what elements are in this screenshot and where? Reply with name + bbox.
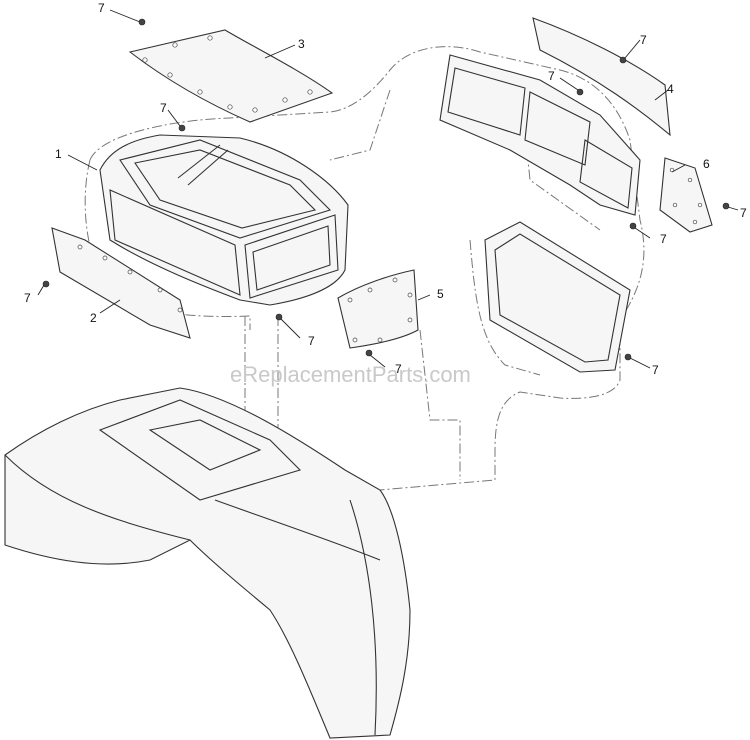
callout-7-tray: 7 [652,363,659,377]
watermark-text: eReplacementParts.com [230,362,471,387]
callout-1: 1 [55,147,62,161]
part-5-fastener-holes [347,277,413,343]
callout-leaders [37,9,739,369]
callout-3: 3 [298,37,305,51]
part-6-fastener-holes [669,167,703,225]
callout-7-console-top: 7 [160,101,167,115]
callout-7-front-panel: 7 [395,362,402,376]
callout-7-left-panel: 7 [24,291,31,305]
part-1-console-housing[interactable] [99,134,349,306]
fasteners [42,18,730,361]
right-dash-frame[interactable] [439,54,641,216]
part-6-side-panel[interactable] [659,157,713,233]
callout-7-dash-lower: 7 [660,232,667,246]
part-4-top-trim[interactable] [532,17,671,137]
callout-labels: 1 2 3 4 5 6 7 7 7 7 7 7 7 7 7 7 [24,1,747,377]
callout-7-console-front: 7 [308,334,315,348]
callout-7-top-cover: 7 [98,1,105,15]
callout-2: 2 [90,311,97,325]
callout-5: 5 [437,287,444,301]
callout-6: 6 [703,157,710,171]
callout-7-side-panel: 7 [740,206,747,220]
part-3-fastener-holes [142,35,313,113]
part-2-left-panel[interactable] [51,227,191,339]
fender-body[interactable] [4,387,411,739]
part-3-top-cover[interactable] [128,29,334,123]
callout-4: 4 [667,82,674,96]
callout-7-top-trim: 7 [640,33,647,47]
part-5-front-panel[interactable] [337,269,419,349]
callout-7-dash-frame: 7 [548,69,555,83]
lower-right-tray[interactable] [484,221,631,373]
part-2-fastener-holes [77,244,183,313]
